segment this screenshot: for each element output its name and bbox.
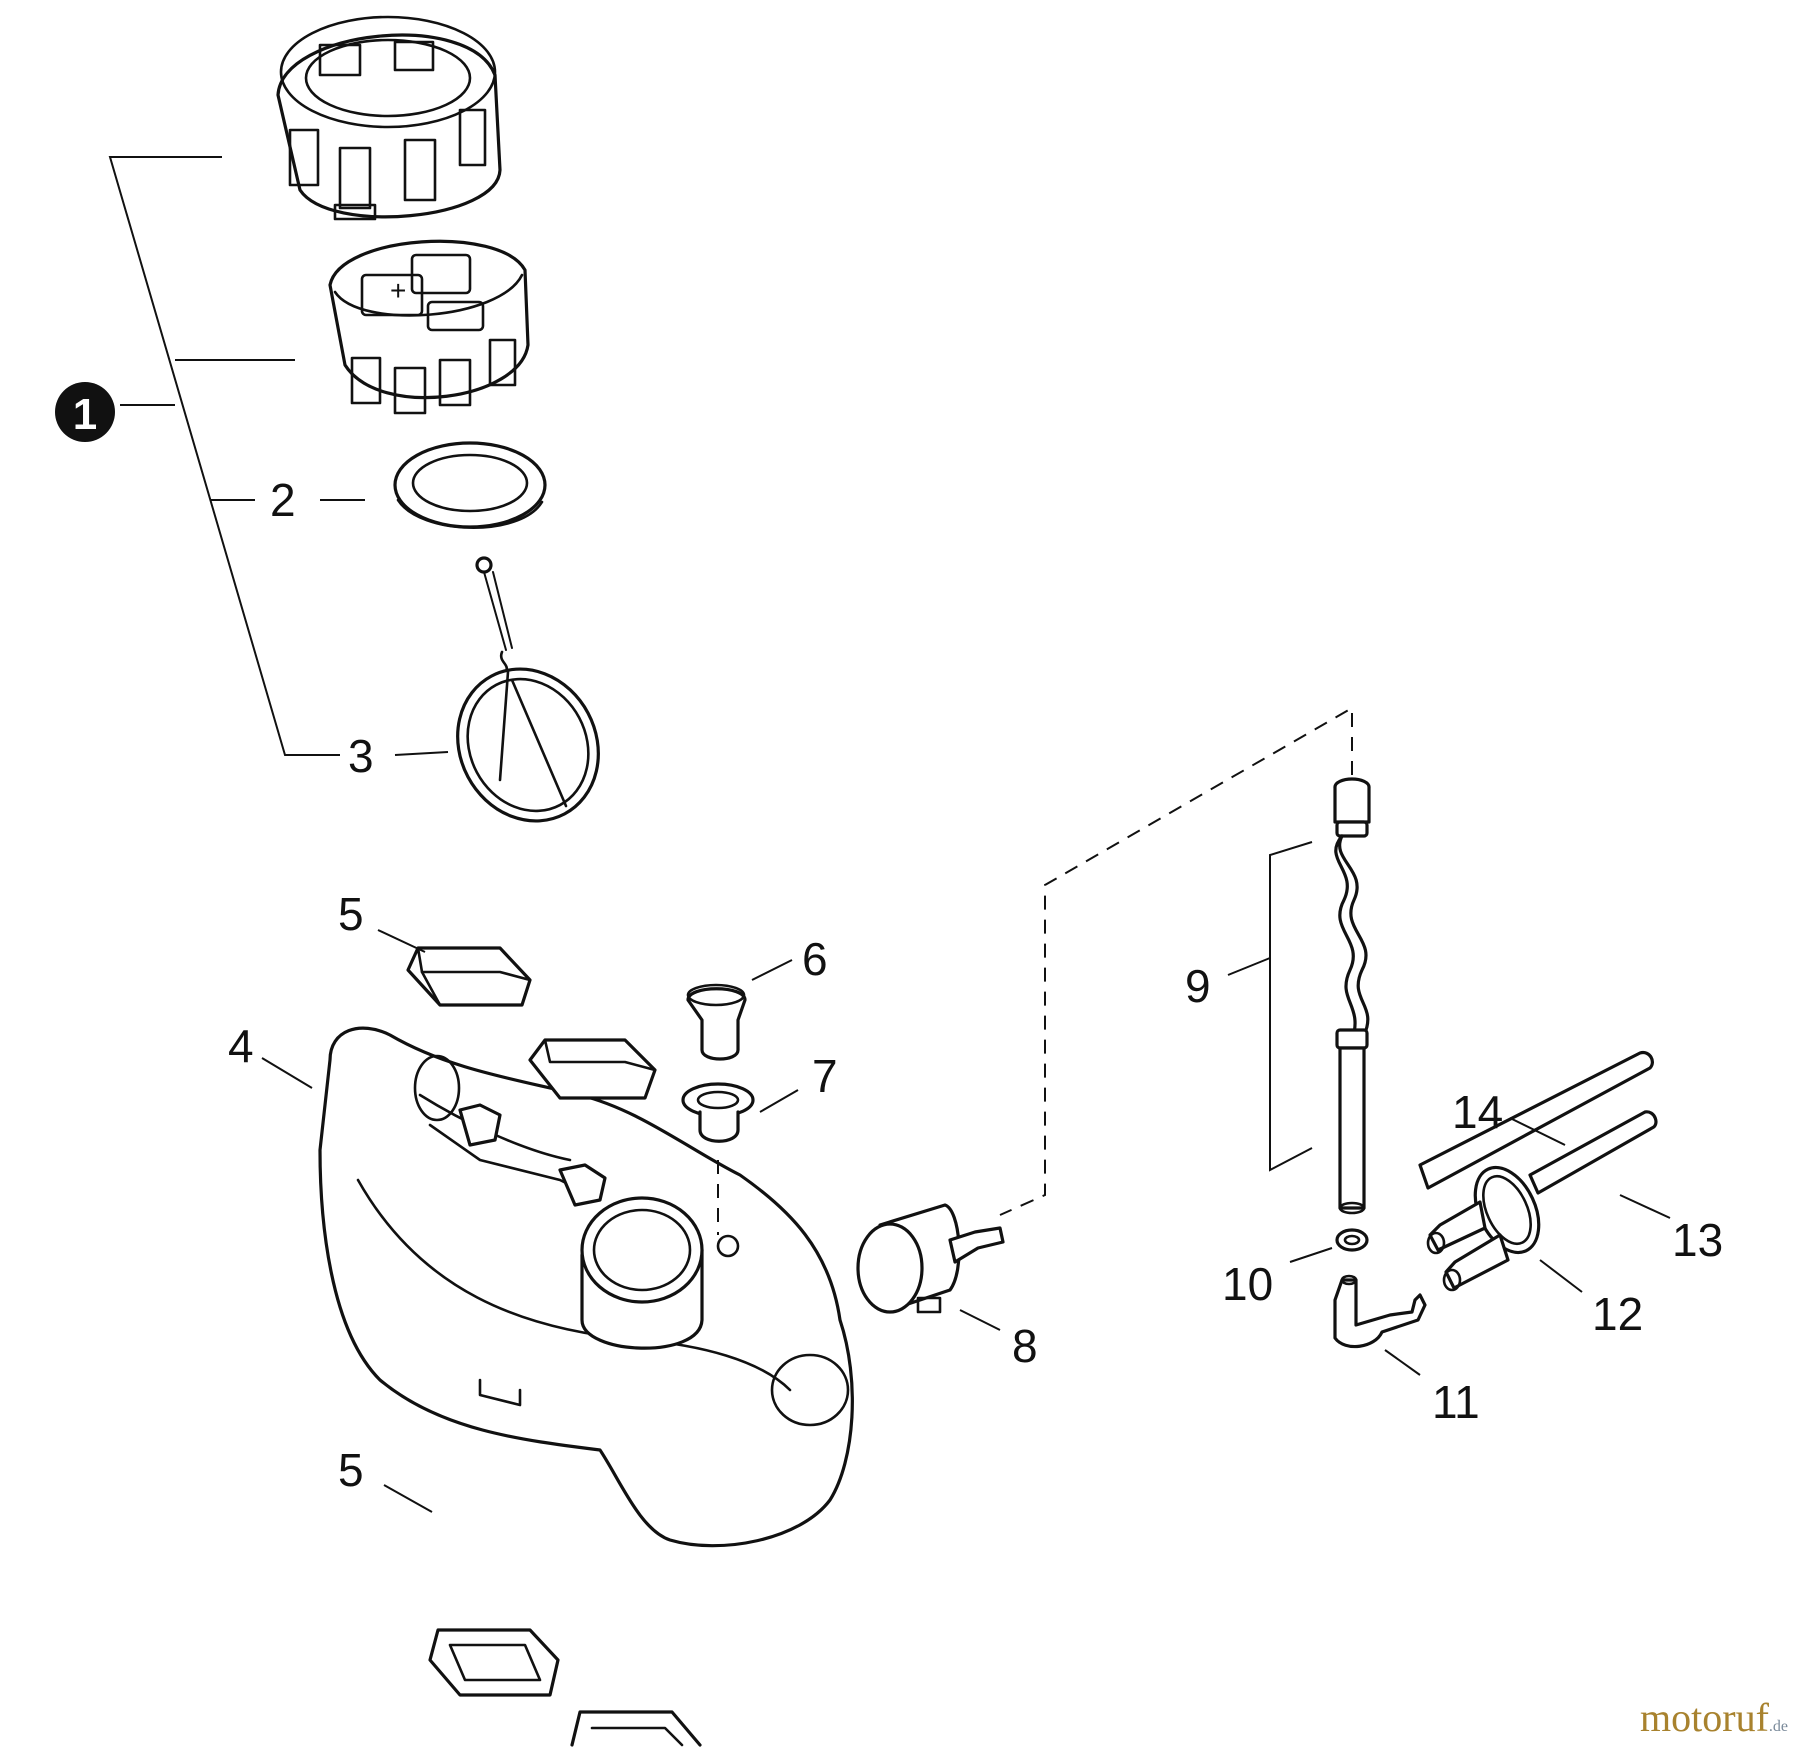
- callout-4: 4: [228, 1020, 254, 1072]
- callout-6: 6: [802, 933, 828, 985]
- callout-2: 2: [270, 474, 296, 526]
- plug: [686, 983, 747, 1061]
- callout-10: 10: [1222, 1258, 1273, 1310]
- callout-3: 3: [348, 730, 374, 782]
- tank-cushion-upper: [406, 946, 657, 1100]
- callout-14: 14: [1452, 1086, 1503, 1138]
- grommet: [681, 1082, 755, 1143]
- callout-12: 12: [1592, 1288, 1643, 1340]
- fuel-cap: +: [328, 239, 530, 415]
- watermark-brand: motoruf: [1640, 1695, 1769, 1740]
- svg-text:+: +: [390, 275, 406, 306]
- callout-9: 9: [1185, 960, 1211, 1012]
- fuel-tank: [318, 1026, 854, 1548]
- callout-11: 11: [1432, 1376, 1480, 1428]
- callout-5-upper: 5: [338, 888, 364, 940]
- fuel-pipe: [1333, 777, 1371, 1215]
- leader-lines: [108, 156, 1671, 1513]
- elbow-joint: [1333, 1274, 1427, 1349]
- vent-valve: [1418, 1050, 1658, 1292]
- callout-5-lower: 5: [338, 1444, 364, 1496]
- o-ring: [1335, 1228, 1369, 1252]
- watermark-tld: .de: [1768, 1718, 1788, 1735]
- gasket: [393, 441, 547, 529]
- callout-8: 8: [1012, 1320, 1038, 1372]
- callout-7: 7: [812, 1050, 838, 1102]
- cap-cover: [276, 15, 502, 221]
- callout-13: 13: [1672, 1214, 1723, 1266]
- callout-1-label: 1: [73, 390, 97, 439]
- tank-cushion-lower: [428, 1628, 702, 1747]
- strainer-retainer: [456, 556, 600, 823]
- callout-1: 1: [55, 382, 115, 442]
- fuel-filter: [856, 1203, 1005, 1314]
- watermark: motoruf.de: [1640, 1694, 1788, 1741]
